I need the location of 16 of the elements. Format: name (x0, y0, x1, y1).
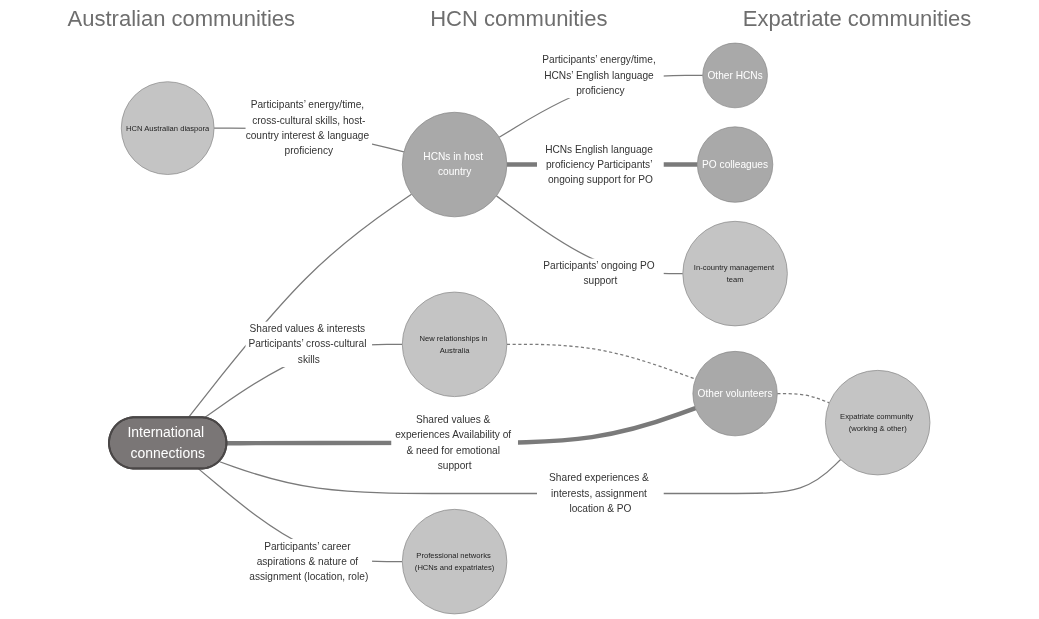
node-circle: PO colleagues (697, 126, 774, 203)
group-label: Expatriate communities (742, 6, 972, 32)
edge-label: Participants’ ongoing PO support (543, 260, 655, 287)
edge-label: Shared values & experiences Availability of & need for emotional support (395, 414, 512, 471)
node-circle: Other HCNs (702, 42, 768, 109)
node-circle: Other volunteers (692, 351, 778, 437)
connector (506, 343, 697, 380)
group-label: Australian communities (67, 6, 296, 32)
edge-label: HCNs English language proficiency Participants’ ongoing support for PO (545, 143, 653, 185)
edge-label: Shared experiences & interests, assignment location & PO (549, 472, 649, 514)
edge-label: Participants’ energy/time, HCNs’ English language proficiency (542, 54, 656, 96)
edge-label: Shared values & interests Participants’ cross-cultural skills (248, 323, 367, 365)
node-circle: HCNs in host country (402, 111, 508, 218)
edge-label: Participants’ energy/time, cross-cultural skills, host-country interest & language proficiency (245, 99, 370, 157)
edge-label: Participants’ career aspirations & nature of assignment (location, role) (249, 540, 369, 582)
group-label: HCN communities (430, 6, 608, 32)
